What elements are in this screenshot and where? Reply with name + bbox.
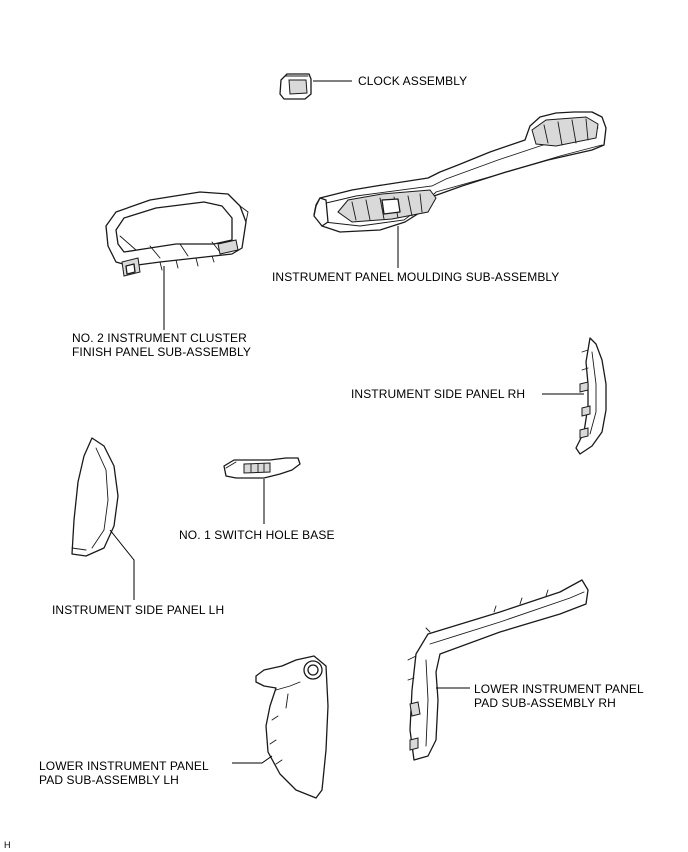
cluster-finish-panel-label-line2: FINISH PANEL SUB-ASSEMBLY xyxy=(72,345,251,359)
instrument-panel-moulding-label: INSTRUMENT PANEL MOULDING SUB-ASSEMBLY xyxy=(272,270,560,284)
side-panel-rh-label: INSTRUMENT SIDE PANEL RH xyxy=(351,387,526,401)
corner-mark: H xyxy=(4,840,11,850)
instrument-panel-moulding-part xyxy=(313,111,607,233)
switch-hole-base-part xyxy=(223,457,301,479)
lower-pad-lh-label-line1: LOWER INSTRUMENT PANEL xyxy=(39,759,209,773)
cluster-finish-panel-label-line1: NO. 2 INSTRUMENT CLUSTER xyxy=(72,331,247,345)
lower-pad-rh-label-line1: LOWER INSTRUMENT PANEL xyxy=(474,682,644,696)
cluster-finish-panel-part xyxy=(105,191,249,277)
side-panel-rh-part xyxy=(575,337,607,455)
side-panel-lh-leader xyxy=(109,529,135,600)
lower-pad-lh-part xyxy=(255,655,329,799)
clock-assembly-part xyxy=(279,73,312,100)
side-panel-lh-label: INSTRUMENT SIDE PANEL LH xyxy=(52,603,225,617)
lower-pad-lh-leader xyxy=(232,755,273,764)
lower-pad-lh-label-line2: PAD SUB-ASSEMBLY LH xyxy=(39,773,179,787)
lower-pad-rh-label-line2: PAD SUB-ASSEMBLY RH xyxy=(474,696,616,710)
lower-pad-rh-part xyxy=(407,579,589,761)
side-panel-lh-part xyxy=(71,437,119,557)
switch-hole-base-label: NO. 1 SWITCH HOLE BASE xyxy=(179,528,335,542)
clock-assembly-label: CLOCK ASSEMBLY xyxy=(358,74,468,88)
